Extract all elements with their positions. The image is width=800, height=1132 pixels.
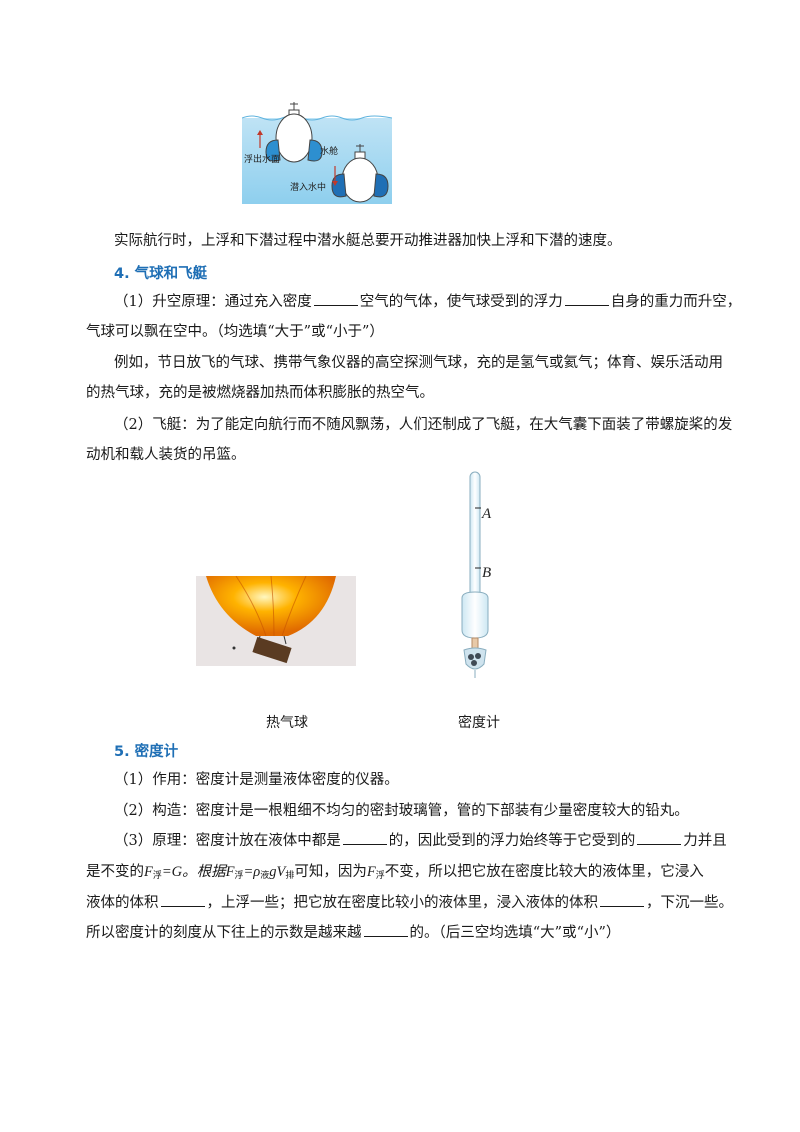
answer-blank[interactable] — [600, 892, 644, 907]
label-tank: 水舱 — [320, 145, 338, 157]
section4-heading: 4. 气球和飞艇 — [114, 266, 208, 282]
label-float: 浮出水面 — [244, 153, 280, 165]
hydrometer-diagram: A B — [461, 471, 492, 678]
s4-example-line2: 的热气球，充的是被燃烧器加热而体积膨胀的热空气。 — [86, 385, 434, 401]
submarine-diagram: 浮出水面 水舱 潜入水中 — [242, 102, 392, 204]
s5-item3-line4: 所以密度计的刻度从下往上的示数是越来越的。（后三空均选填“大”或“小”） — [86, 918, 726, 948]
s4-example-line1: 例如，节日放飞的气球、携带气象仪器的高空探测气球，充的是氢气或氦气；体育、娱乐活… — [114, 355, 723, 371]
answer-blank[interactable] — [313, 291, 358, 306]
answer-blank[interactable] — [564, 291, 609, 306]
answer-blank[interactable] — [363, 922, 408, 937]
s4-item1-line2: 气球可以飘在空中。（均选填“大于”或“小于”） — [86, 324, 384, 340]
answer-blank[interactable] — [160, 892, 205, 907]
submarine-surfacing — [265, 102, 323, 163]
submarine-diving — [331, 144, 389, 203]
s4-item2-line2: 动机和载人装货的吊篮。 — [86, 447, 246, 463]
label-dive: 潜入水中 — [290, 181, 326, 193]
mark-a: A — [481, 506, 492, 522]
hot-air-balloon-photo — [196, 576, 356, 666]
para-submarine: 实际航行时，上浮和下潜过程中潜水艇总要开动推进器加快上浮和下潜的速度。 — [114, 233, 622, 249]
mark-b: B — [482, 565, 491, 581]
section5-heading: 5. 密度计 — [114, 744, 179, 760]
s5-item3-line1: （3）原理：密度计放在液体中都是的，因此受到的浮力始终等于它受到的力并且 — [114, 826, 754, 856]
answer-blank[interactable] — [637, 830, 682, 845]
s5-item2: （2）构造：密度计是一根粗细不均匀的密封玻璃管，管的下部装有少量密度较大的铅丸。 — [114, 803, 689, 819]
balloon-caption: 热气球 — [266, 715, 308, 731]
s5-item3-line2: 是不变的F浮=G。根据F浮=ρ液gV排可知，因为F浮不变，所以把它放在密度比较大… — [86, 864, 704, 881]
s4-item1-line1: （1）升空原理：通过充入密度空气的气体，使气球受到的浮力自身的重力而升空， — [114, 287, 754, 317]
hydrometer-caption: 密度计 — [458, 715, 500, 731]
s4-item2-line1: （2）飞艇：为了能定向航行而不随风飘荡，人们还制成了飞艇，在大气囊下面装了带螺旋… — [114, 417, 733, 433]
s5-item3-line3: 液体的体积，上浮一些；把它放在密度比较小的液体里，浸入液体的体积，下沉一些。 — [86, 888, 733, 918]
answer-blank[interactable] — [342, 830, 387, 845]
s5-item1: （1）作用：密度计是测量液体密度的仪器。 — [114, 772, 399, 788]
